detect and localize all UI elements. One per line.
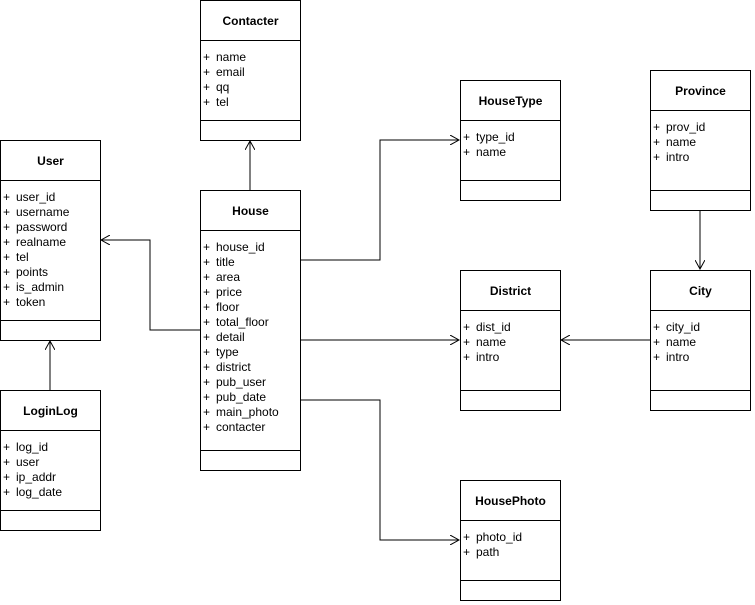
attribute: +token	[3, 295, 46, 309]
attribute: +username	[3, 205, 70, 219]
attribute: +city_id	[653, 320, 701, 334]
class-housephoto-attributes: +photo_id +path	[461, 521, 560, 581]
attribute: +intro	[463, 350, 500, 364]
attribute: +user_id	[3, 190, 56, 204]
relation-house-to-housetype	[300, 140, 459, 261]
class-housetype-operations	[461, 181, 560, 201]
attribute: +tel	[3, 250, 29, 264]
attribute: +type_id	[463, 130, 515, 144]
attribute: +is_admin	[3, 280, 65, 294]
attribute: +log_date	[3, 485, 63, 499]
attribute: +ip_addr	[3, 470, 57, 484]
class-contacter-operations	[201, 121, 300, 141]
attribute: +title	[203, 255, 235, 269]
attribute: +user	[3, 455, 40, 469]
attribute: +photo_id	[463, 530, 523, 544]
attribute: +realname	[3, 235, 67, 249]
class-loginlog[interactable]: LoginLog +log_id +user +ip_addr +log_dat…	[0, 390, 101, 531]
attribute: +password	[3, 220, 68, 234]
relation-house-to-housephoto	[300, 399, 459, 540]
attribute: +house_id	[203, 240, 265, 254]
attribute: +prov_id	[653, 120, 706, 134]
class-housetype-title: HouseType	[461, 81, 560, 121]
attribute: +path	[463, 545, 500, 559]
class-housephoto-operations	[461, 581, 560, 601]
class-contacter-attributes: +name +email +qq +tel	[201, 41, 300, 121]
class-city-attributes: +city_id +name +intro	[651, 311, 750, 391]
attribute: +name	[463, 335, 507, 349]
attribute: +area	[203, 270, 241, 284]
class-house-operations	[201, 451, 300, 471]
class-city-title: City	[651, 271, 750, 311]
class-loginlog-title: LoginLog	[1, 391, 100, 431]
class-house-title: House	[201, 191, 300, 231]
class-province[interactable]: Province +prov_id +name +intro	[650, 70, 751, 211]
attribute: +price	[203, 285, 243, 299]
attribute: +name	[203, 50, 247, 64]
attribute: +intro	[653, 150, 690, 164]
class-city-operations	[651, 391, 750, 411]
attribute: +name	[463, 145, 507, 159]
class-housephoto-title: HousePhoto	[461, 481, 560, 521]
class-district-title: District	[461, 271, 560, 311]
attribute: +main_photo	[203, 405, 279, 419]
class-housetype[interactable]: HouseType +type_id +name	[460, 80, 561, 201]
class-housephoto[interactable]: HousePhoto +photo_id +path	[460, 480, 561, 601]
class-district-operations	[461, 391, 560, 411]
attribute: +pub_user	[203, 375, 267, 389]
class-district-attributes: +dist_id +name +intro	[461, 311, 560, 391]
relation-house-to-user	[101, 240, 200, 331]
attribute: +pub_date	[203, 390, 267, 404]
class-house-attributes: +house_id +title +area +price +floor +to…	[201, 231, 300, 451]
attribute: +tel	[203, 95, 229, 109]
class-house[interactable]: House +house_id +title +area +price +flo…	[200, 190, 301, 471]
class-city[interactable]: City +city_id +name +intro	[650, 270, 751, 411]
class-housetype-attributes: +type_id +name	[461, 121, 560, 181]
attribute: +floor	[203, 300, 240, 314]
attribute: +qq	[203, 80, 230, 94]
attribute: +points	[3, 265, 49, 279]
class-contacter-title: Contacter	[201, 1, 300, 41]
class-contacter[interactable]: Contacter +name +email +qq +tel	[200, 0, 301, 141]
attribute: +detail	[203, 330, 245, 344]
attribute: +name	[653, 335, 697, 349]
class-loginlog-operations	[1, 511, 100, 531]
attribute: +contacter	[203, 420, 266, 434]
class-user-title: User	[1, 141, 100, 181]
attribute: +type	[203, 345, 239, 359]
class-province-title: Province	[651, 71, 750, 111]
attribute: +name	[653, 135, 697, 149]
attribute: +district	[203, 360, 251, 374]
class-district[interactable]: District +dist_id +name +intro	[460, 270, 561, 411]
class-user-operations	[1, 321, 100, 341]
class-province-attributes: +prov_id +name +intro	[651, 111, 750, 191]
attribute: +total_floor	[203, 315, 269, 329]
attribute: +intro	[653, 350, 690, 364]
class-user[interactable]: User +user_id +username +password +realn…	[0, 140, 101, 341]
class-province-operations	[651, 191, 750, 211]
class-user-attributes: +user_id +username +password +realname +…	[1, 181, 100, 321]
class-loginlog-attributes: +log_id +user +ip_addr +log_date	[1, 431, 100, 511]
attribute: +dist_id	[463, 320, 511, 334]
attribute: +log_id	[3, 440, 49, 454]
attribute: +email	[203, 65, 245, 79]
